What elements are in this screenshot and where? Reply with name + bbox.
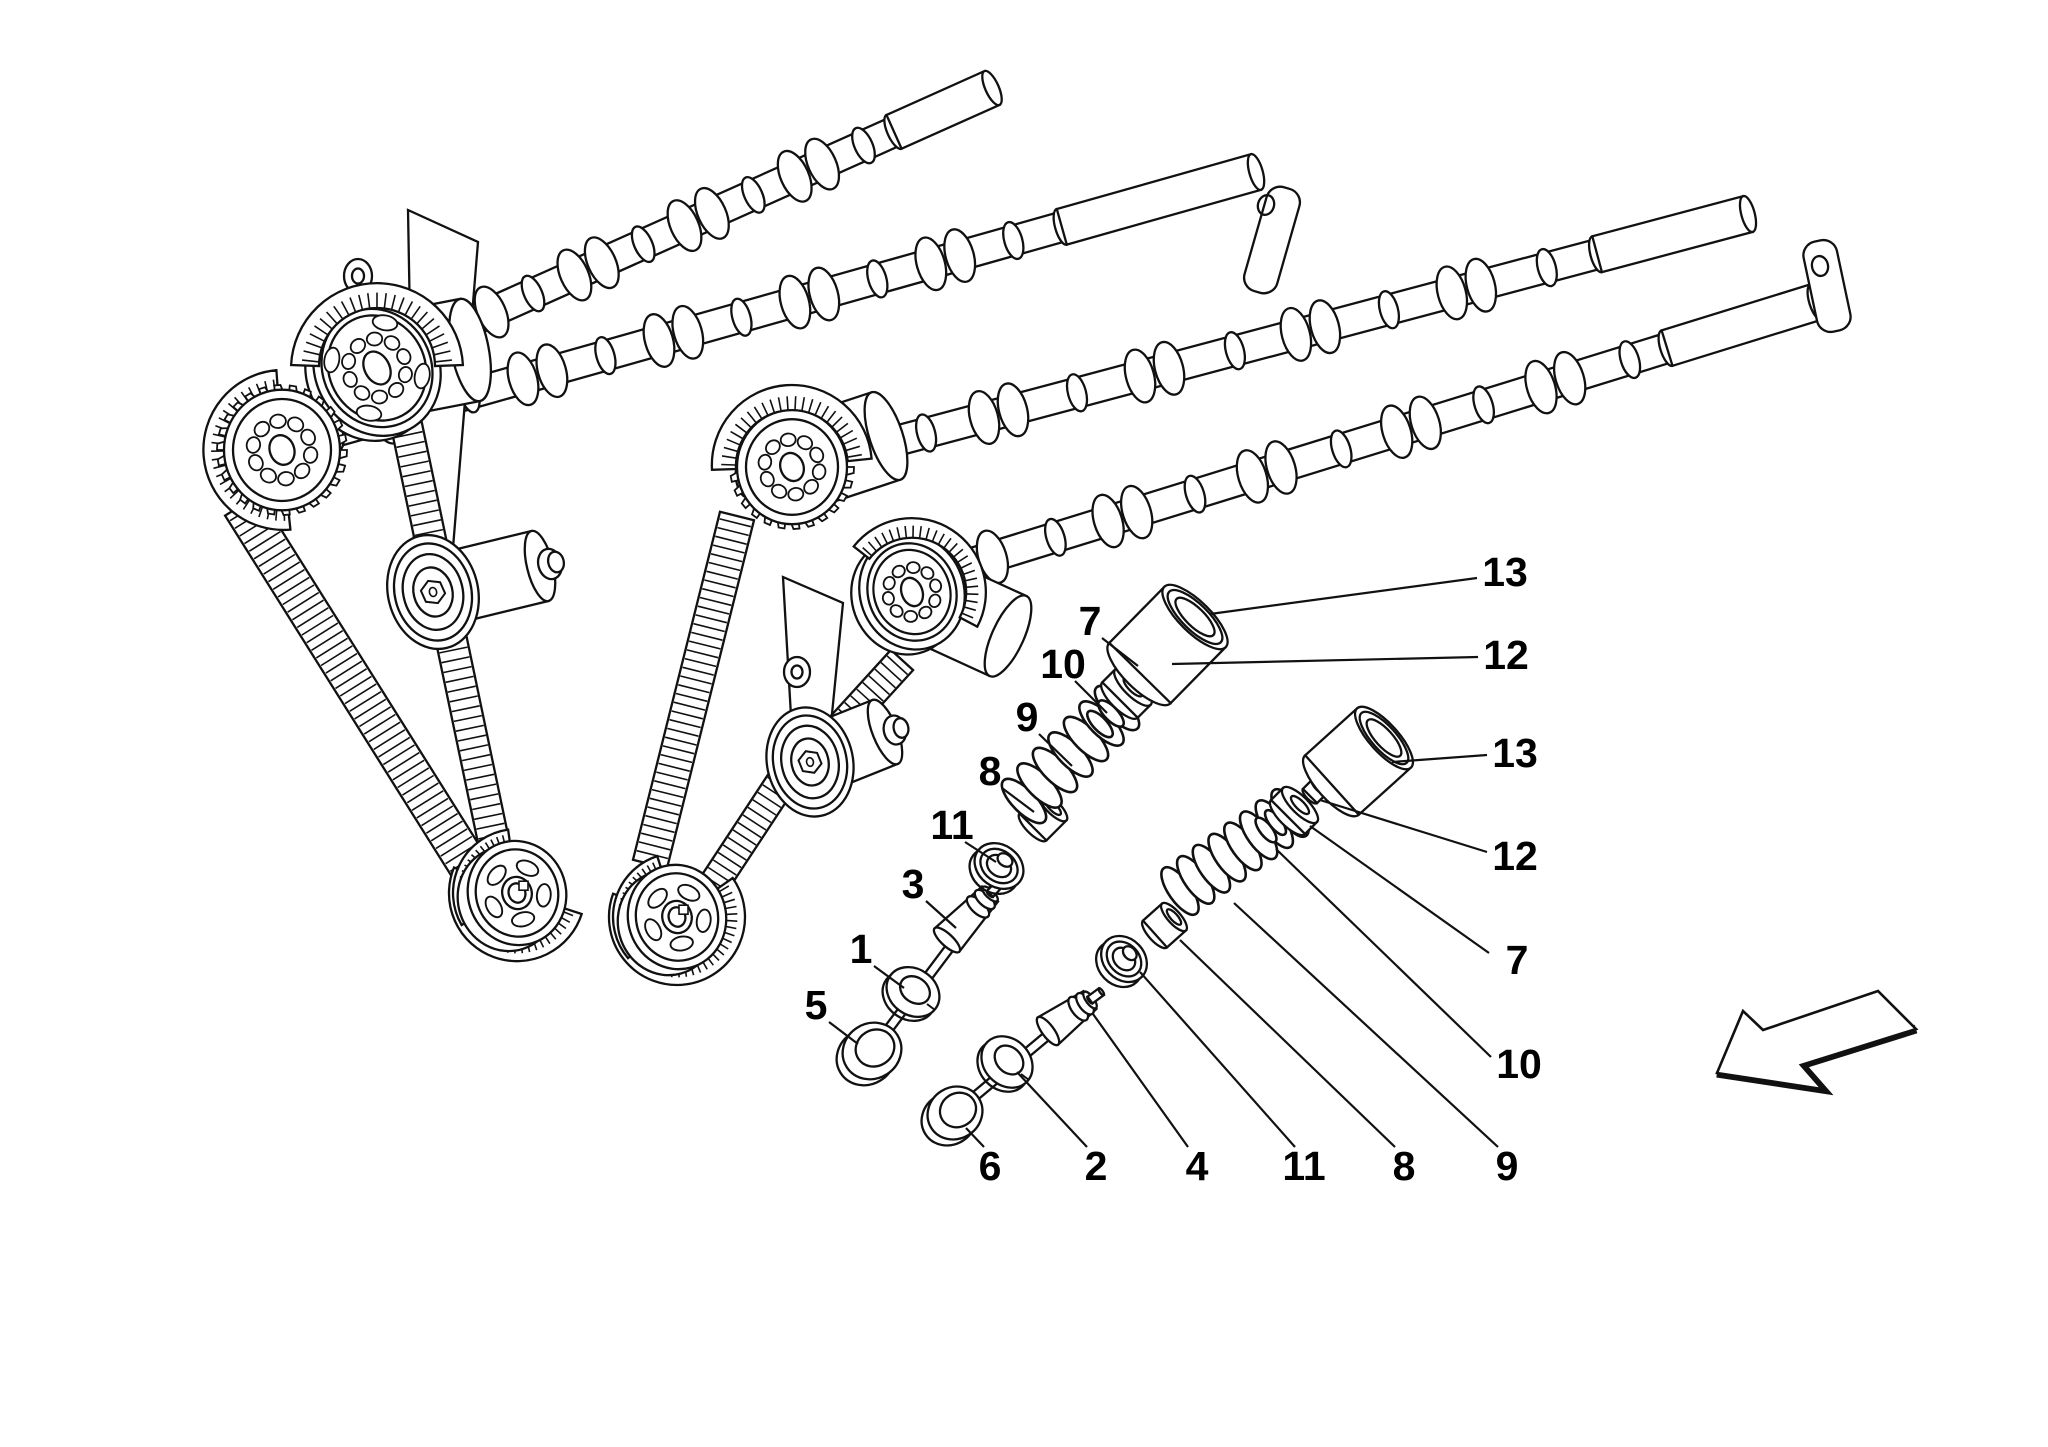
callout-13-label: 13 [1482, 549, 1528, 595]
spring-seat-washer-1 [881, 966, 941, 1022]
callout-7-leader [1101, 637, 1139, 667]
callout-1-label: 1 [850, 926, 873, 972]
callout-9-label: 9 [1496, 1143, 1519, 1189]
crank-pulley-left [451, 828, 568, 953]
callout-5-label: 5 [805, 982, 828, 1028]
callout-7-label: 7 [1079, 598, 1102, 644]
callout-12-leader [1319, 798, 1488, 854]
callout-13-8: 13 [1209, 549, 1528, 616]
callout-8-leader [1001, 787, 1035, 813]
camshaft-2-end-bracket [1242, 185, 1302, 295]
callout-11-label: 11 [930, 802, 973, 848]
callout-10-label: 10 [1040, 641, 1086, 687]
direction-arrow-icon [1715, 989, 1919, 1096]
cam-pulley-upper-left [304, 299, 442, 442]
callout-11-label: 11 [1282, 1143, 1325, 1189]
callout-11-17: 11 [1139, 971, 1326, 1189]
callout-9-19: 9 [1233, 902, 1519, 1189]
valve-assembly-lower [920, 705, 1415, 1147]
callout-4-16: 4 [1092, 1013, 1209, 1189]
valve-assembly-upper [835, 583, 1229, 1087]
callout-9-leader [1038, 733, 1073, 767]
camshafts [277, 69, 1852, 606]
callout-9-label: 9 [1016, 694, 1039, 740]
callout-1-leader [873, 965, 905, 989]
callout-10-1: 10 [1040, 641, 1108, 714]
valve-guide-4 [1035, 986, 1106, 1047]
arrow-outline [1715, 989, 1919, 1091]
callout-11-leader [964, 841, 997, 863]
tensioner-right [765, 698, 910, 818]
callout-7-0: 7 [1079, 598, 1139, 667]
callout-9-2: 9 [1016, 694, 1073, 767]
valve-seal-11b [1095, 934, 1148, 989]
cam-sprocket-right [729, 404, 855, 530]
callout-3-5: 3 [902, 861, 957, 929]
timing-belt-drive-right [607, 383, 1033, 987]
callout-12-label: 12 [1492, 833, 1538, 879]
callout-13-leader [1209, 576, 1478, 616]
crank-pulley-right [611, 854, 728, 977]
callout-6-leader [965, 1127, 985, 1148]
cam-sprocket-left [216, 384, 348, 516]
timing-belt-drive-left [202, 208, 584, 963]
tensioner-left [386, 529, 566, 651]
callout-11-4: 11 [930, 802, 997, 863]
callout-8-leader [1179, 939, 1396, 1148]
callout-13-label: 13 [1492, 730, 1538, 776]
callout-8-label: 8 [979, 748, 1002, 794]
callout-2-leader [1016, 1071, 1088, 1148]
callout-7-label: 7 [1506, 937, 1529, 983]
callout-12-leader [1171, 655, 1479, 666]
callout-8-3: 8 [979, 748, 1035, 813]
callout-5-leader [828, 1021, 859, 1045]
callout-2-label: 2 [1085, 1143, 1108, 1189]
callout-12-9: 12 [1171, 632, 1529, 678]
callout-12-label: 12 [1483, 632, 1529, 678]
callout-5-7: 5 [805, 982, 859, 1045]
callout-7-12: 7 [1309, 825, 1529, 983]
cam-pulley-lower-right [850, 533, 966, 656]
callout-4-label: 4 [1186, 1143, 1209, 1189]
callout-12-11: 12 [1319, 798, 1538, 879]
callout-10-leader [1074, 680, 1108, 714]
camshaft-4-end-bracket [1802, 238, 1852, 334]
callout-8-18: 8 [1179, 939, 1416, 1189]
callout-11-leader [1139, 971, 1296, 1148]
callout-13-10: 13 [1391, 730, 1538, 776]
callout-3-leader [925, 900, 957, 929]
valve-guide-3 [932, 879, 1005, 954]
callout-2-15: 2 [1016, 1071, 1108, 1189]
callout-10-label: 10 [1496, 1041, 1542, 1087]
callout-6-label: 6 [979, 1143, 1002, 1189]
callout-4-leader [1092, 1013, 1189, 1148]
callout-6-14: 6 [965, 1127, 1002, 1189]
callout-3-label: 3 [902, 861, 925, 907]
callout-1-6: 1 [850, 926, 905, 989]
callout-7-leader [1309, 825, 1490, 954]
callout-13-leader [1391, 753, 1488, 764]
callout-9-leader [1233, 902, 1499, 1148]
callout-8-label: 8 [1393, 1143, 1416, 1189]
callout-10-leader [1275, 848, 1492, 1058]
callout-10-13: 10 [1275, 848, 1542, 1087]
